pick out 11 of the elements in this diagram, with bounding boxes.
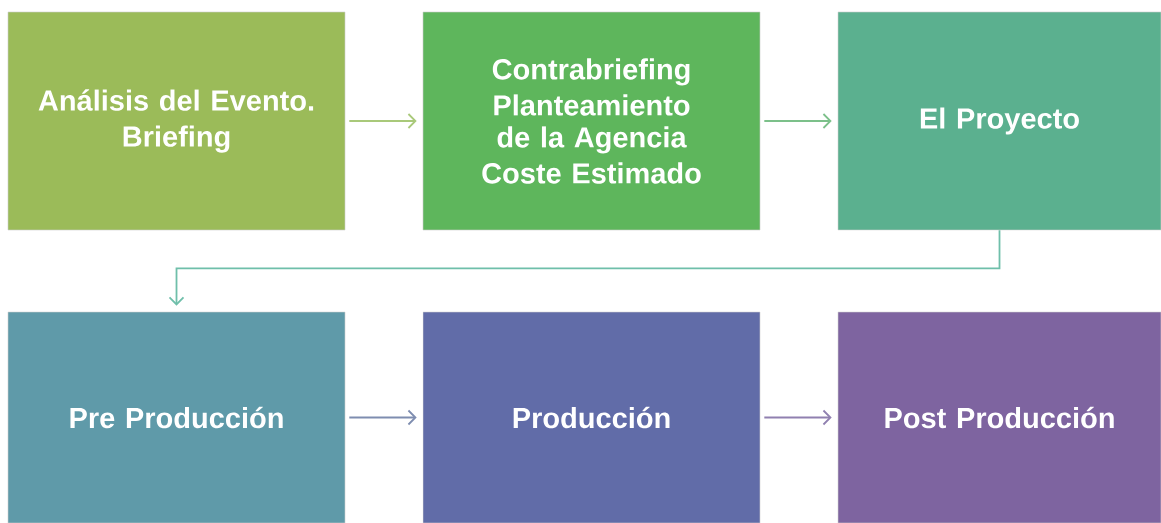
- process-box: Producción: [422, 311, 761, 523]
- process-box: Análisis del Evento. Briefing: [7, 11, 346, 231]
- arrow: [348, 113, 417, 129]
- arrow: [763, 113, 832, 129]
- process-box: Post Producción: [837, 311, 1161, 523]
- arrow: [763, 409, 832, 426]
- arrow: [168, 229, 1001, 306]
- process-box: Contrabriefing Planteamiento de la Agencia Coste Estimado: [422, 11, 761, 231]
- process-box: Pre Producción: [7, 311, 346, 523]
- arrow: [348, 409, 417, 426]
- process-box: El Proyecto: [837, 11, 1161, 231]
